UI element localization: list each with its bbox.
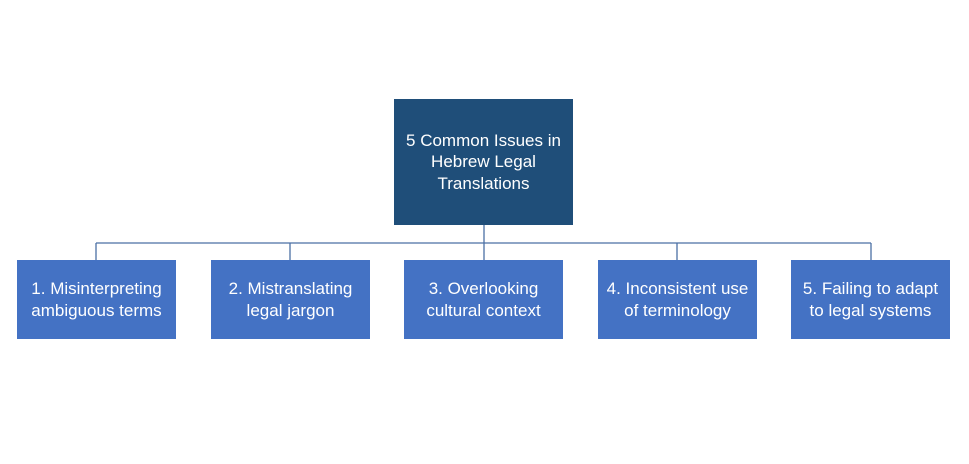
child-node-2: 2. Mistranslating legal jargon	[211, 260, 370, 339]
child-node-label: 5. Failing to adapt to legal systems	[802, 279, 939, 320]
child-node-1: 1. Misinterpreting ambiguous terms	[17, 260, 176, 339]
child-node-4: 4. Inconsistent use of terminology	[598, 260, 757, 339]
child-node-label: 4. Inconsistent use of terminology	[606, 279, 749, 320]
child-node-label: 1. Misinterpreting ambiguous terms	[31, 279, 162, 320]
child-node-5: 5. Failing to adapt to legal systems	[791, 260, 950, 339]
child-node-label: 2. Mistranslating legal jargon	[228, 279, 353, 320]
root-node-label: 5 Common Issues in Hebrew Legal Translat…	[406, 131, 561, 193]
child-node-3: 3. Overlooking cultural context	[404, 260, 563, 339]
root-node: 5 Common Issues in Hebrew Legal Translat…	[394, 99, 573, 225]
child-node-label: 3. Overlooking cultural context	[426, 279, 541, 320]
